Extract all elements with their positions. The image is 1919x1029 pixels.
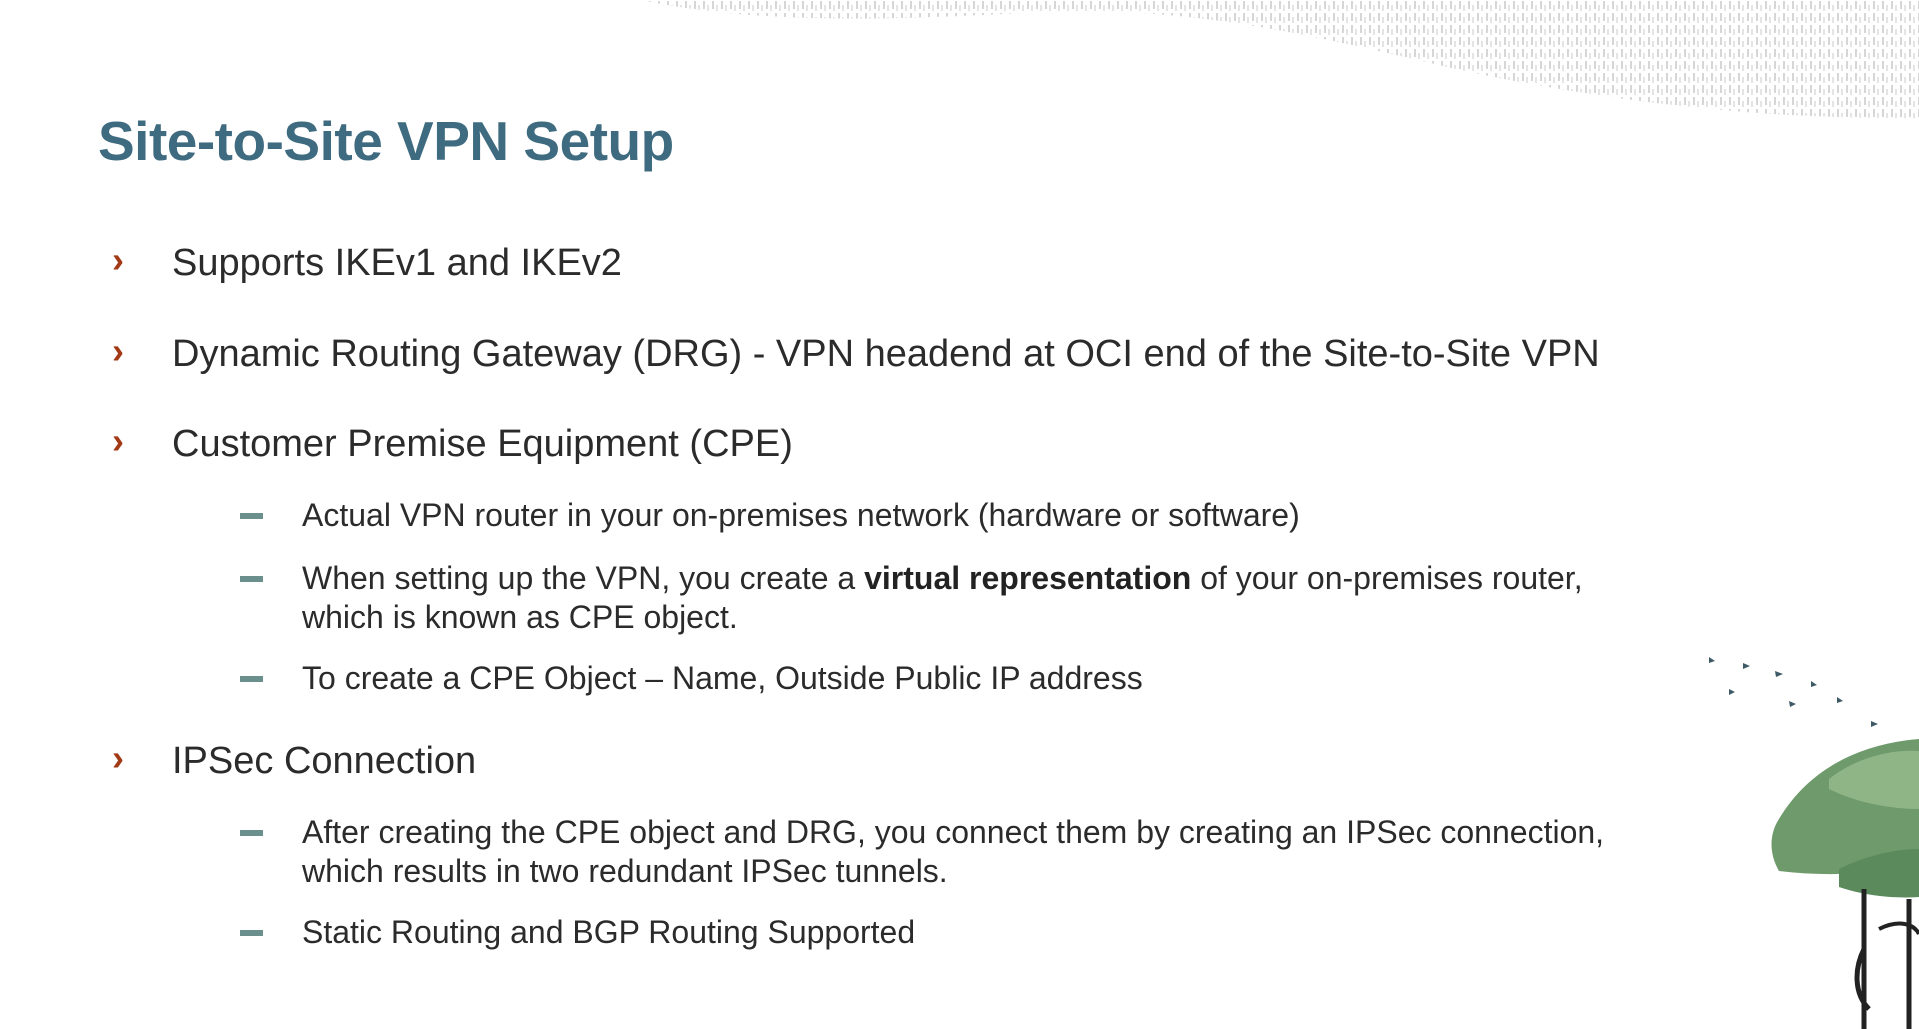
bullet-ipsec: › IPSec Connection — [112, 738, 476, 784]
tree-with-birds-illustration — [1709, 657, 1919, 1029]
chevron-right-icon: › — [112, 330, 124, 371]
sub-bullet-cpe-router: Actual VPN router in your on-premises ne… — [240, 496, 1620, 535]
slide-title: Site-to-Site VPN Setup — [98, 110, 674, 172]
bullet-cpe: › Customer Premise Equipment (CPE) — [112, 421, 793, 467]
dash-icon — [240, 930, 263, 936]
text-post: of your on-premises router, — [1191, 560, 1583, 596]
chevron-right-icon: › — [112, 239, 124, 280]
text-pre: When setting up the VPN, you create a — [302, 560, 865, 596]
sub-bullet-cpe-create: To create a CPE Object – Name, Outside P… — [240, 659, 1620, 698]
dash-icon — [240, 830, 263, 836]
dash-icon — [240, 576, 263, 582]
bullet-text: Supports IKEv1 and IKEv2 — [172, 242, 622, 284]
textured-wave-graphic — [640, 0, 1919, 119]
text-line1: After creating the CPE object and DRG, y… — [302, 814, 1605, 850]
bullet-text: IPSec Connection — [172, 740, 477, 782]
chevron-right-icon: › — [112, 737, 124, 778]
sub-bullet-ipsec-connect: After creating the CPE object and DRG, y… — [240, 813, 1620, 891]
bullet-text: Dynamic Routing Gateway (DRG) - VPN head… — [172, 333, 1600, 375]
sub-bullet-cpe-virtual: When setting up the VPN, you create a vi… — [240, 559, 1620, 637]
sub-bullet-text: To create a CPE Object – Name, Outside P… — [302, 660, 1143, 696]
bullet-text: Customer Premise Equipment (CPE) — [172, 423, 793, 465]
text-line2: which results in two redundant IPSec tun… — [302, 853, 948, 889]
dash-icon — [240, 676, 263, 682]
text-line2: which is known as CPE object. — [302, 599, 738, 635]
bullet-ikev: › Supports IKEv1 and IKEv2 — [112, 240, 622, 286]
sub-bullet-text: Static Routing and BGP Routing Supported — [302, 914, 916, 950]
text-bold: virtual representation — [864, 560, 1192, 596]
sub-bullet-text: Actual VPN router in your on-premises ne… — [302, 497, 1300, 533]
bullet-drg: › Dynamic Routing Gateway (DRG) - VPN he… — [112, 331, 1600, 377]
sub-bullet-ipsec-routing: Static Routing and BGP Routing Supported — [240, 913, 1620, 952]
sub-bullet-text: When setting up the VPN, you create a vi… — [302, 559, 1583, 637]
sub-bullet-text: After creating the CPE object and DRG, y… — [302, 813, 1604, 891]
chevron-right-icon: › — [112, 420, 124, 461]
dash-icon — [240, 513, 263, 519]
